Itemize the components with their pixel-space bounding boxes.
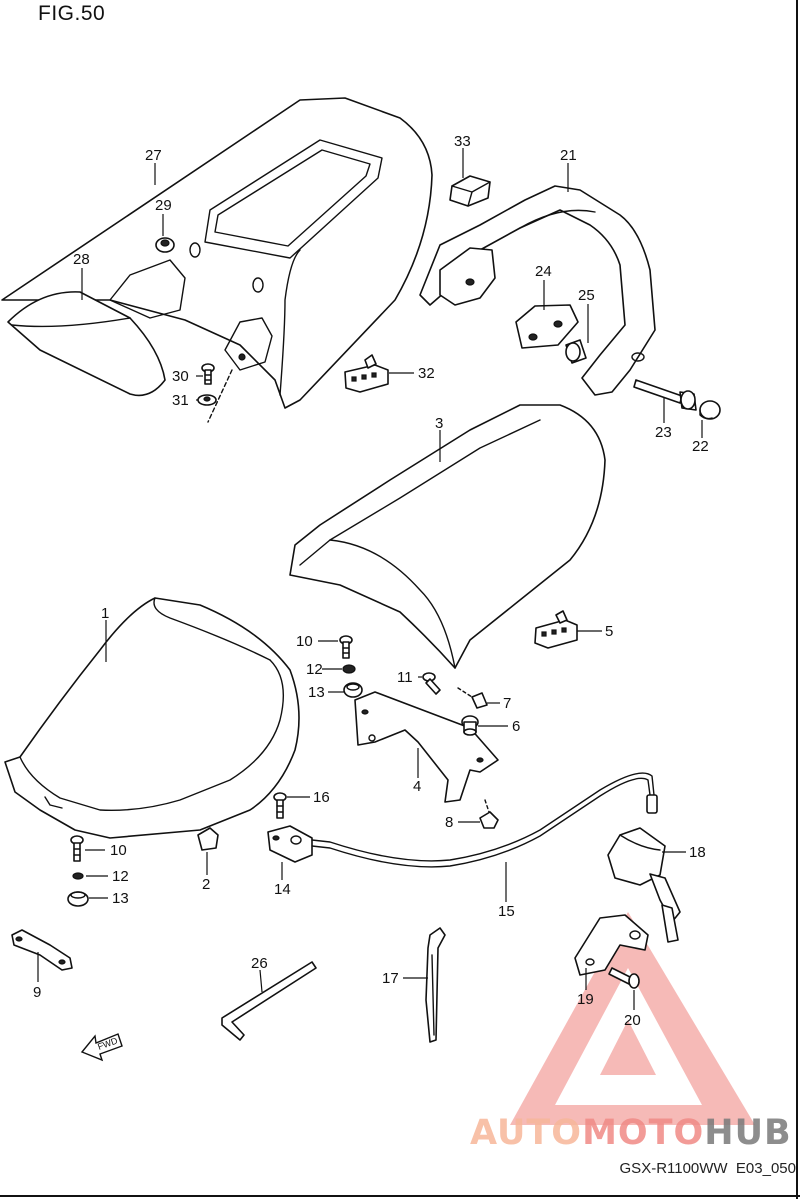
part-26-hex-wrench [221,961,317,1041]
part-30-screw [201,363,215,385]
callout-2: 2 [202,876,210,893]
part-16-screw [273,792,287,819]
callout-31: 31 [172,392,189,409]
callout-33: 33 [454,133,471,150]
watermark-auto: AUTO [470,1113,583,1153]
part-19-lock-bracket [574,914,649,976]
part-3-passenger-seat [289,404,606,669]
watermark-moto: MOTO [582,1113,705,1153]
part-12-nut-upper [342,664,356,674]
part-5-connector [534,610,578,649]
callout-12-lower: 12 [112,868,129,885]
callout-13-upper: 13 [308,684,325,701]
part-8-nut [479,799,499,829]
callout-26: 26 [251,955,268,972]
watermark-hub: HUB [704,1113,792,1153]
part-1-front-seat [4,597,300,839]
part-9-hook [11,929,73,971]
fwd-arrow-icon: FWD [80,1033,123,1062]
part-10-screw-upper [339,635,353,659]
callout-29: 29 [155,197,172,214]
part-7-bush [457,687,488,709]
part-27-seat-tail-cover [1,97,433,423]
callout-5: 5 [605,623,613,640]
part-21-grab-rail [419,185,656,396]
callout-25: 25 [578,287,595,304]
part-10-screw-lower [70,835,84,862]
callout-4: 4 [413,778,421,795]
part-11-screw [422,672,441,695]
callout-16: 16 [313,789,330,806]
callout-30: 30 [172,368,189,385]
part-17-strap [425,927,446,1043]
footer-code: GSX-R1100WW E03_050 [619,1160,796,1177]
callout-15: 15 [498,903,515,920]
part-13-cushion-lower [67,891,89,907]
part-31-washer [197,394,217,406]
callout-23: 23 [655,424,672,441]
part-13-cushion-upper [343,682,363,698]
callout-27: 27 [145,147,162,164]
callout-10-upper: 10 [296,633,313,650]
leader-lines [37,148,703,1010]
callout-32: 32 [418,365,435,382]
callout-18: 18 [689,844,706,861]
watermark-text: AUTOMOTOHUB [470,1113,792,1153]
callout-20: 20 [624,1012,641,1029]
part-20-screw [608,967,640,989]
callout-14: 14 [274,881,291,898]
part-6-grommet [461,715,479,736]
part-18-seat-lock [607,827,681,943]
watermark-logo [510,912,755,1125]
part-12-nut-lower [72,872,84,880]
part-29-grommet [155,237,175,253]
part-25-bush [565,339,587,364]
callout-3: 3 [435,415,443,432]
callout-12-upper: 12 [306,661,323,678]
callout-21: 21 [560,147,577,164]
callout-24: 24 [535,263,552,280]
callout-22: 22 [692,438,709,455]
callout-labels: 27 29 28 30 31 33 21 24 25 23 22 32 3 5 … [33,133,709,1029]
callout-9: 9 [33,984,41,1001]
callout-8: 8 [445,814,453,831]
part-15-seat-lock-cable [311,772,658,868]
part-24-spacer [515,304,579,349]
part-33-block [449,175,491,207]
callout-6: 6 [512,718,520,735]
callout-1: 1 [101,605,109,622]
figure-label: FIG.50 [38,2,106,25]
part-22-cap [699,400,721,420]
callout-11: 11 [397,669,413,686]
callout-19: 19 [577,991,594,1008]
part-2-rubber [197,827,219,851]
part-28-pad [7,291,166,397]
part-23-bolt [633,379,697,411]
part-32-connector [344,354,389,393]
callout-10-lower: 10 [110,842,127,859]
callout-17: 17 [382,970,399,987]
callout-28: 28 [73,251,90,268]
callout-13-lower: 13 [112,890,129,907]
callout-7: 7 [503,695,511,712]
part-14-lock-base [267,825,313,863]
